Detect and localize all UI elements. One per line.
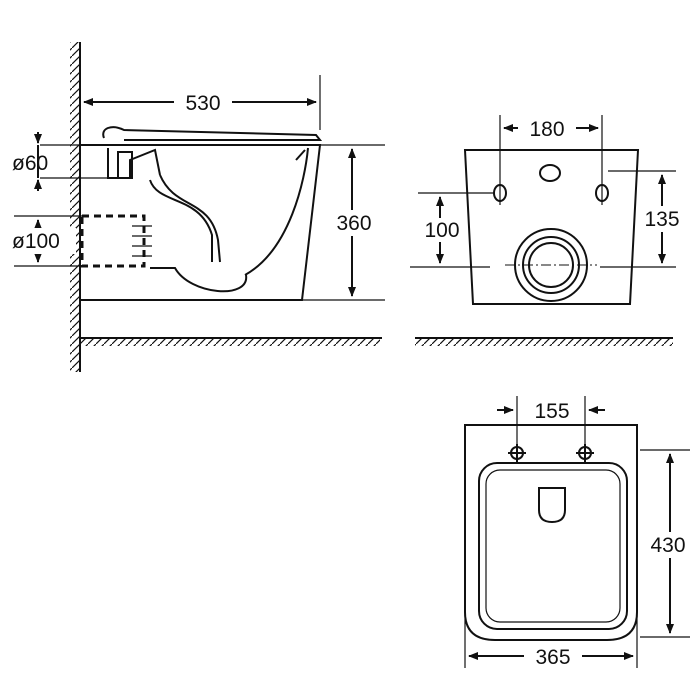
top-view: 155 430 365 bbox=[464, 396, 696, 669]
outlet-diameter-label: ø100 bbox=[12, 230, 60, 253]
top-depth-label: 430 bbox=[650, 534, 685, 557]
outlet-pipe-dashed bbox=[80, 214, 146, 268]
front-view: 180 100 135 bbox=[410, 115, 686, 346]
top-bolt-spacing-label: 155 bbox=[534, 400, 569, 423]
top-width-label: 365 bbox=[535, 646, 570, 669]
side-width-label: 530 bbox=[185, 92, 220, 115]
floor-hatch-left bbox=[80, 338, 380, 346]
side-height-label: 360 bbox=[336, 212, 371, 235]
trap-curve bbox=[149, 147, 309, 293]
seat-lid bbox=[102, 126, 323, 141]
floor-hatch-right bbox=[415, 338, 673, 346]
bowl-outline bbox=[80, 144, 322, 301]
front-bolt-spacing-label: 180 bbox=[529, 118, 564, 141]
outlet-height-label: 100 bbox=[424, 219, 459, 242]
inlet-diameter-label: ø60 bbox=[12, 152, 48, 175]
top-bowl-rim bbox=[478, 462, 628, 630]
front-body-outline bbox=[463, 149, 640, 305]
top-body-outline bbox=[464, 424, 638, 641]
side-view: 530 360 ø60 ø100 bbox=[10, 42, 385, 372]
wall-hatch bbox=[70, 42, 80, 372]
bolt-height-label: 135 bbox=[644, 208, 679, 231]
drain-opening bbox=[538, 487, 566, 524]
